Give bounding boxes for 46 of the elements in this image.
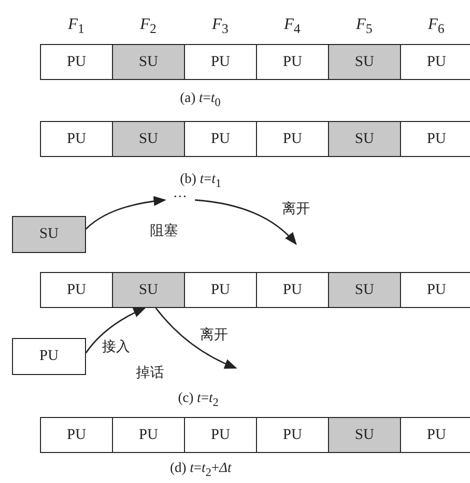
channel-cell: PU bbox=[40, 417, 113, 453]
channel-cell: SU bbox=[328, 44, 401, 80]
channel-cell: PU bbox=[184, 272, 257, 308]
channel-cell: PU bbox=[256, 44, 329, 80]
channel-cell: PU bbox=[12, 338, 86, 375]
channel-cell: PU bbox=[40, 44, 113, 80]
arrow bbox=[86, 196, 166, 230]
channel-cell: SU bbox=[328, 417, 401, 453]
ellipsis-text: ··· bbox=[165, 188, 195, 208]
channel-cell: PU bbox=[256, 121, 329, 157]
channel-cell: PU bbox=[40, 272, 113, 308]
caption: (a) t=t$_{0}$ bbox=[180, 91, 221, 109]
channel-label: F$_{6}$ bbox=[428, 16, 444, 38]
caption: (d) t=t$_{2}$+Δt bbox=[170, 461, 232, 479]
caption: (b) t=t$_{1}$ bbox=[180, 172, 222, 190]
channel-cell: SU bbox=[112, 121, 185, 157]
caption: (c) t=t$_{2}$ bbox=[178, 391, 219, 409]
channel-cell: SU bbox=[12, 216, 86, 253]
edge-label: 接入 bbox=[102, 338, 130, 356]
channel-cell: SU bbox=[328, 121, 401, 157]
channel-label: F$_{2}$ bbox=[140, 16, 156, 38]
channel-cell: PU bbox=[112, 417, 185, 453]
channel-cell: PU bbox=[400, 121, 470, 157]
arrow bbox=[155, 308, 238, 369]
channel-label: F$_{3}$ bbox=[212, 16, 228, 38]
channel-cell: SU bbox=[112, 272, 185, 308]
channel-label: F$_{1}$ bbox=[68, 16, 84, 38]
channel-cell: PU bbox=[256, 272, 329, 308]
channel-label: F$_{5}$ bbox=[356, 16, 372, 38]
channel-cell: SU bbox=[112, 44, 185, 80]
channel-cell: PU bbox=[400, 44, 470, 80]
channel-cell: PU bbox=[400, 417, 470, 453]
annotation-text: 阻塞 bbox=[150, 222, 178, 240]
arrow bbox=[194, 199, 297, 245]
channel-cell: PU bbox=[256, 417, 329, 453]
edge-label: 离开 bbox=[282, 200, 310, 218]
channel-cell: SU bbox=[328, 272, 401, 308]
channel-label: F$_{4}$ bbox=[284, 16, 300, 38]
channel-cell: PU bbox=[184, 121, 257, 157]
annotation-text: 掉话 bbox=[136, 364, 164, 382]
edge-label: 离开 bbox=[200, 326, 228, 344]
channel-cell: PU bbox=[184, 44, 257, 80]
arrow bbox=[85, 307, 146, 354]
channel-cell: PU bbox=[184, 417, 257, 453]
channel-cell: PU bbox=[400, 272, 470, 308]
channel-cell: PU bbox=[40, 121, 113, 157]
